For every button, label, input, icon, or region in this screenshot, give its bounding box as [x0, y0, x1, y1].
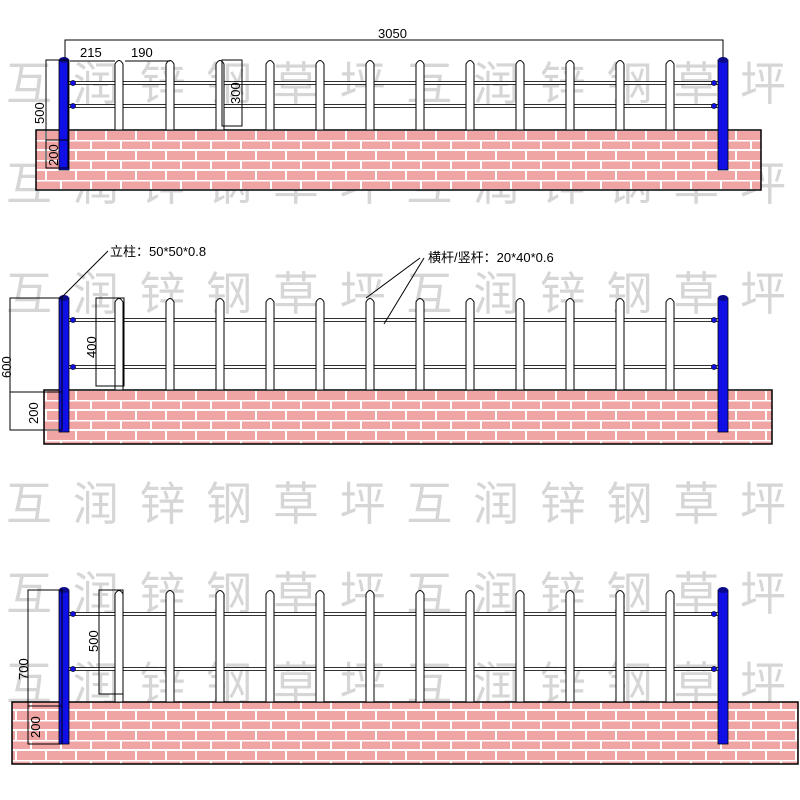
bolt [711, 80, 717, 86]
fence-elevation-1: 3050 215 190 500 200 300 [32, 26, 762, 191]
picket [215, 298, 225, 391]
picket [565, 298, 575, 391]
posts [58, 587, 729, 745]
picket [165, 60, 175, 131]
picket [265, 590, 275, 703]
dim-base-height: 200 [46, 144, 61, 166]
post [58, 589, 70, 745]
bolt [711, 103, 717, 109]
bolt [70, 317, 76, 323]
picket [515, 590, 525, 703]
picket [165, 590, 175, 703]
picket [615, 298, 625, 391]
picket [565, 590, 575, 703]
picket [365, 60, 375, 131]
dim-rail-spacing: 300 [228, 82, 243, 104]
pickets [114, 590, 675, 703]
brick-base [43, 389, 773, 445]
bolt [711, 611, 717, 617]
bolt [70, 364, 76, 370]
picket [114, 60, 124, 131]
dim-base-height: 200 [26, 402, 41, 424]
picket [365, 590, 375, 703]
bolt [711, 364, 717, 370]
picket [114, 298, 124, 391]
bolt [70, 611, 76, 617]
dim-height: 500 [32, 102, 47, 124]
horizontal-rail [65, 81, 725, 85]
picket [665, 298, 675, 391]
picket [365, 298, 375, 391]
picket [515, 298, 525, 391]
picket [315, 590, 325, 703]
picket [315, 298, 325, 391]
picket [465, 590, 475, 703]
dim-height: 700 [16, 658, 31, 680]
picket [265, 298, 275, 391]
brick-base [35, 129, 762, 191]
picket [565, 60, 575, 131]
spec-post: 立柱：50*50*0.8 [110, 244, 206, 259]
picket [415, 298, 425, 391]
bolt [711, 666, 717, 672]
bolt [70, 666, 76, 672]
dim-rail-spacing: 400 [84, 336, 99, 358]
dim-line-total-length [64, 39, 724, 58]
dim-box-rail-spacing [221, 59, 243, 127]
picket [665, 60, 675, 131]
dim-box-height [9, 297, 63, 431]
picket [515, 60, 525, 131]
brick-base [11, 701, 799, 765]
dim-box-height [45, 59, 69, 169]
dim-end-gap: 215 [80, 45, 102, 60]
picket [114, 590, 124, 703]
post [58, 297, 70, 433]
picket [165, 298, 175, 391]
picket [315, 60, 325, 131]
bolt [70, 103, 76, 109]
post-cap [718, 587, 728, 593]
picket [615, 60, 625, 131]
posts [58, 295, 729, 433]
bolt [70, 80, 76, 86]
picket [465, 60, 475, 131]
dim-picket-pitch: 190 [131, 45, 153, 60]
spec-rails: 横杆/竖杆：20*40*0.6 [428, 250, 554, 265]
picket [615, 590, 625, 703]
dim-box-height [27, 589, 63, 745]
dim-rail-spacing: 500 [86, 630, 101, 652]
horizontal-rail [65, 104, 725, 108]
post-cap [718, 57, 728, 63]
dim-total-length: 3050 [378, 26, 407, 41]
picket [415, 60, 425, 131]
picket [265, 60, 275, 131]
post [717, 297, 729, 433]
picket [215, 60, 225, 131]
dim-base-height: 200 [28, 716, 43, 738]
picket [215, 590, 225, 703]
callout-leader-post [61, 250, 109, 298]
post-cap [718, 295, 728, 301]
dim-height: 600 [0, 356, 14, 378]
picket [465, 298, 475, 391]
post [717, 59, 729, 171]
post [717, 589, 729, 745]
watermark-text: 互润锌钢草坪互润锌钢草坪 [6, 477, 786, 531]
posts [58, 57, 729, 171]
fence-elevation-2: 600 200 400 立柱：50*50*0.8 横杆/竖杆：20*40*0.6 [0, 244, 773, 445]
callout-leader-rail-1 [365, 257, 421, 299]
dim-box-rail-spacing [95, 297, 125, 387]
picket [665, 590, 675, 703]
callout-leader-rail-2 [383, 257, 425, 325]
pickets [114, 60, 675, 131]
pickets [114, 298, 675, 391]
fence-elevation-3: 700 200 500 [11, 587, 799, 765]
dim-box-rail-spacing [98, 589, 124, 695]
picket [415, 590, 425, 703]
bolt [711, 317, 717, 323]
